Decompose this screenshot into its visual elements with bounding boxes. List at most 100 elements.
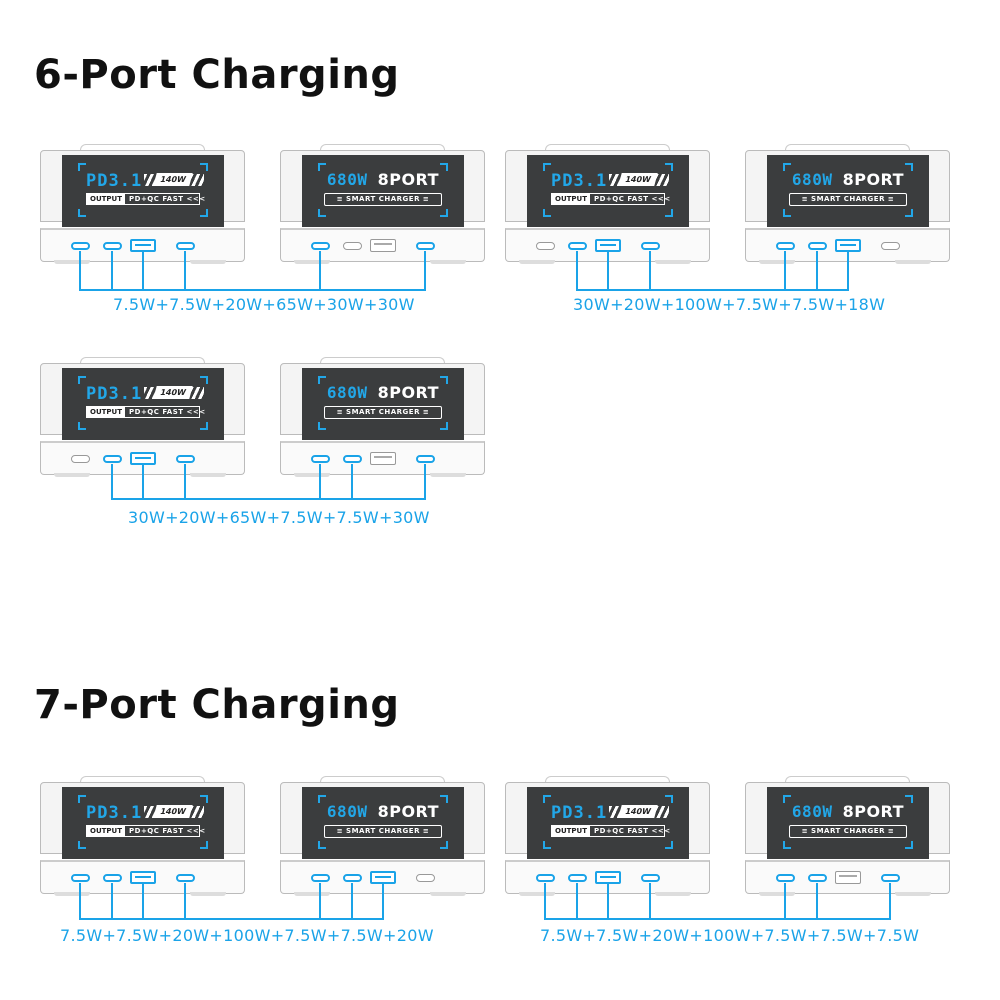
charger-foot (519, 260, 555, 264)
charger-680w: 680W 8PORT≡ SMART CHARGER ≡ (280, 776, 485, 896)
display-bracket (78, 163, 86, 171)
display-bracket (440, 841, 448, 849)
charger-foot (190, 473, 226, 477)
connector-line (382, 883, 384, 918)
usb-c-port (881, 874, 900, 882)
connector-line (576, 883, 578, 918)
usb-c-port (776, 874, 795, 882)
display-bracket (200, 376, 208, 384)
usb-c-port (641, 874, 660, 882)
display-bracket (318, 422, 326, 430)
display-title: 680W 8PORT (767, 170, 929, 189)
charger-680w: 680W 8PORT ≡ SMART CHARGER ≡ (745, 776, 950, 896)
display-subtitle: ≡ SMART CHARGER ≡ (324, 825, 442, 838)
usb-c-port (808, 242, 827, 250)
display-title: 680W 8PORT (302, 170, 464, 189)
charger-cap (545, 144, 670, 152)
display-bracket (78, 422, 86, 430)
display-bracket (783, 163, 791, 171)
display-subtitle: ≡ SMART CHARGER ≡ (324, 193, 442, 206)
charger-cap (545, 776, 670, 784)
connector-bus (576, 289, 849, 291)
connector-line (424, 464, 426, 498)
connector-line (889, 883, 891, 918)
display-bracket (200, 841, 208, 849)
usb-c-port (176, 874, 195, 882)
usb-c-port (311, 455, 330, 463)
display-title-ports: 8PORT (377, 170, 440, 189)
charger-foot (54, 260, 90, 264)
usb-a-port (370, 452, 396, 465)
connector-line (79, 883, 81, 918)
charger-cap (785, 776, 910, 784)
charger-display: 680W 8PORT ≡ SMART CHARGER ≡ (302, 155, 464, 227)
connector-line (111, 464, 113, 498)
charger-foot (430, 892, 466, 896)
charger-cap (80, 776, 205, 784)
display-bracket (783, 841, 791, 849)
display-title: 680W 8PORT (302, 383, 464, 402)
power-distribution-caption: 30W+20W+65W+7.5W+7.5W+30W (128, 508, 430, 527)
usb-c-port (343, 874, 362, 882)
display-title-watt: 680W (791, 170, 843, 189)
display-title-ports: 8PORT (842, 802, 905, 821)
display-bracket (78, 795, 86, 803)
display-bracket (905, 209, 913, 217)
connector-line (111, 251, 113, 289)
charger-foot (190, 260, 226, 264)
heading-7-port: 7-Port Charging (34, 682, 400, 728)
connector-line (847, 251, 849, 289)
output-text: PD+QC FAST <<< (594, 827, 671, 835)
power-distribution-caption: 7.5W+7.5W+20W+100W+7.5W+7.5W+20W (60, 926, 434, 945)
output-label: OUTPUT (87, 194, 125, 204)
usb-c-port (416, 242, 435, 250)
display-title-watt: 680W (326, 802, 378, 821)
display-subtitle: ≡ SMART CHARGER ≡ (789, 193, 907, 206)
display-badge: 140W (153, 386, 193, 399)
connector-line (649, 883, 651, 918)
power-distribution-caption: 7.5W+7.5W+20W+100W+7.5W+7.5W+7.5W (540, 926, 920, 945)
usb-c-port (536, 242, 555, 250)
display-bracket (318, 841, 326, 849)
usb-c-port (176, 242, 195, 250)
connector-bus (111, 498, 426, 500)
display-badge: 140W (618, 173, 658, 186)
display-bracket (543, 841, 551, 849)
display-title-watt: 680W (326, 170, 378, 189)
display-title: PD3.1 (86, 171, 143, 191)
connector-bus (79, 918, 384, 920)
display-subtitle: ≡ SMART CHARGER ≡ (789, 825, 907, 838)
display-bracket (200, 795, 208, 803)
display-badge: 140W (618, 805, 658, 818)
display-bracket (543, 163, 551, 171)
display-title-ports: 8PORT (842, 170, 905, 189)
usb-c-port (641, 242, 660, 250)
connector-line (816, 251, 818, 289)
display-bracket (78, 841, 86, 849)
connector-line (319, 464, 321, 498)
usb-c-port (311, 874, 330, 882)
usb-c-port (343, 242, 362, 250)
usb-c-port (71, 874, 90, 882)
usb-c-port (416, 874, 435, 882)
display-title: 680W 8PORT (767, 802, 929, 821)
charger-cap (320, 776, 445, 784)
display-title: PD3.1 (551, 803, 608, 823)
usb-c-port (416, 455, 435, 463)
display-bracket (665, 209, 673, 217)
usb-a-port (370, 239, 396, 252)
charger-foot (190, 892, 226, 896)
output-label: OUTPUT (87, 407, 125, 417)
usb-a-port (130, 239, 156, 252)
display-bracket (783, 209, 791, 217)
charger-display: 680W 8PORT≡ SMART CHARGER ≡ (302, 787, 464, 859)
